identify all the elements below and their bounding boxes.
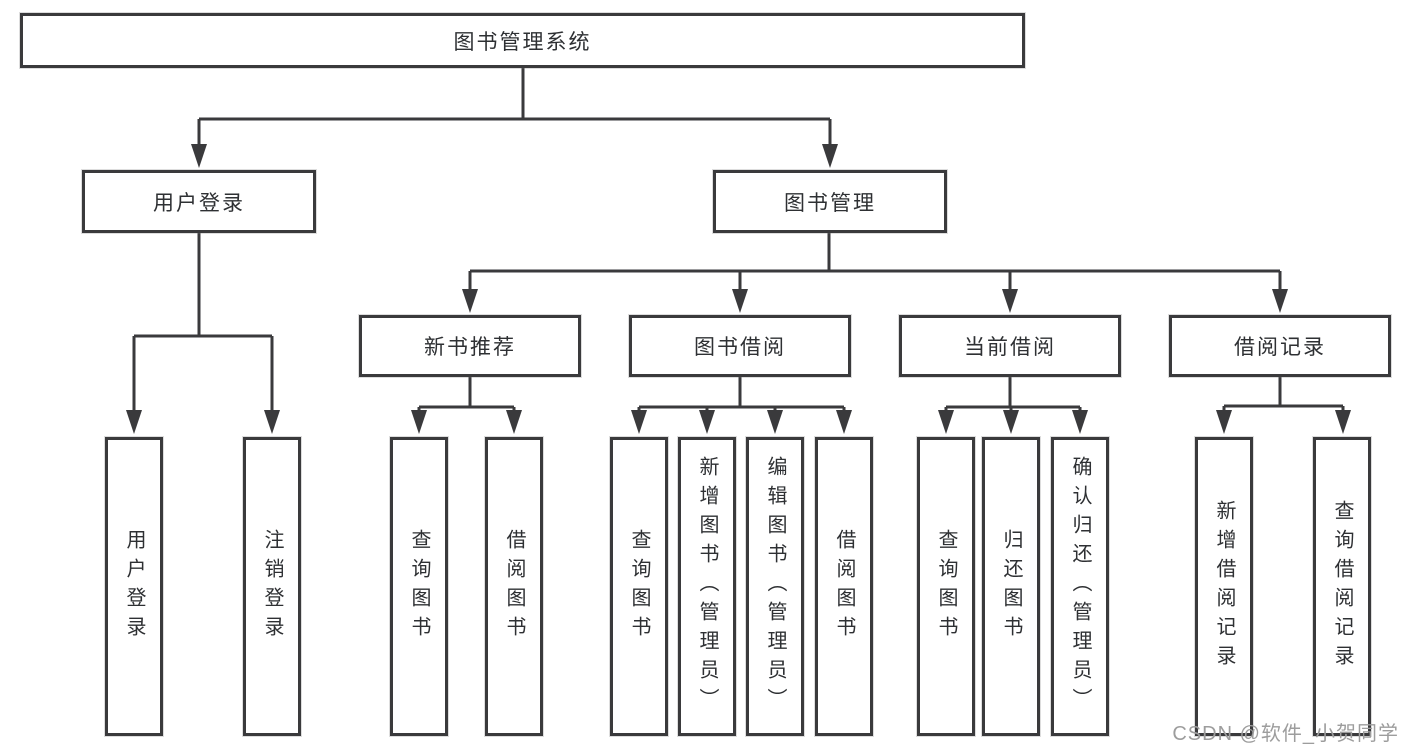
leaf-query-books: 查询图书 xyxy=(610,437,668,736)
leaf-borrow-books: 借阅图书 xyxy=(485,437,543,736)
node-label: 用户登录 xyxy=(153,191,245,215)
leaf-add-books-admin: 新增图书（管理员） xyxy=(678,437,736,736)
node-label: 借阅图书 xyxy=(503,528,525,645)
node-label: 查询图书 xyxy=(628,528,650,645)
node-borrowing-records: 借阅记录 xyxy=(1169,315,1391,377)
edge-userlogin-to-leaves xyxy=(132,233,274,416)
edge-root-to-level2 xyxy=(197,68,832,150)
leaf-query-borrow-record: 查询借阅记录 xyxy=(1313,437,1371,736)
csdn-watermark: CSDN @软件_小贺同学 xyxy=(1172,723,1399,745)
node-label: 注销登录 xyxy=(261,528,283,645)
leaf-confirm-return-admin: 确认归还（管理员） xyxy=(1051,437,1109,736)
node-label: 确认归还（管理员） xyxy=(1069,456,1091,717)
node-label: 新书推荐 xyxy=(424,336,516,359)
leaf-edit-books-admin: 编辑图书（管理员） xyxy=(746,437,804,736)
leaf-logout: 注销登录 xyxy=(243,437,301,736)
node-label: 用户登录 xyxy=(123,528,145,645)
leaf-query-books: 查询图书 xyxy=(917,437,975,736)
node-book-management: 图书管理 xyxy=(713,170,947,233)
node-label: 查询图书 xyxy=(408,528,430,645)
edge-bookborrow-to-leaves xyxy=(637,377,846,414)
node-library-management-system: 图书管理系统 xyxy=(20,13,1025,68)
node-user-login: 用户登录 xyxy=(82,170,316,233)
node-label: 查询借阅记录 xyxy=(1331,499,1353,674)
node-label: 借阅记录 xyxy=(1234,336,1326,359)
leaf-return-books: 归还图书 xyxy=(982,437,1040,736)
leaf-borrow-books: 借阅图书 xyxy=(815,437,873,736)
node-new-book-recommend: 新书推荐 xyxy=(359,315,581,377)
node-book-borrowing: 图书借阅 xyxy=(629,315,851,377)
node-label: 查询图书 xyxy=(935,528,957,645)
edge-currentborrow-to-leaves xyxy=(944,377,1082,414)
node-label: 图书借阅 xyxy=(694,336,786,359)
edge-newbooks-to-leaves xyxy=(417,377,516,414)
leaf-query-books: 查询图书 xyxy=(390,437,448,736)
leaf-add-borrow-record: 新增借阅记录 xyxy=(1195,437,1253,736)
node-label: 新增图书（管理员） xyxy=(696,456,718,717)
node-label: 图书管理系统 xyxy=(453,30,592,54)
node-label: 借阅图书 xyxy=(833,528,855,645)
node-label: 当前借阅 xyxy=(964,336,1056,359)
edge-bookmgmt-to-level3 xyxy=(468,233,1282,295)
edge-borrowrecords-to-leaves xyxy=(1222,377,1345,414)
node-label: 归还图书 xyxy=(1000,528,1022,645)
node-current-borrowing: 当前借阅 xyxy=(899,315,1121,377)
node-label: 编辑图书（管理员） xyxy=(764,456,786,717)
leaf-user-login: 用户登录 xyxy=(105,437,163,736)
node-label: 新增借阅记录 xyxy=(1213,499,1235,674)
node-label: 图书管理 xyxy=(784,191,876,215)
